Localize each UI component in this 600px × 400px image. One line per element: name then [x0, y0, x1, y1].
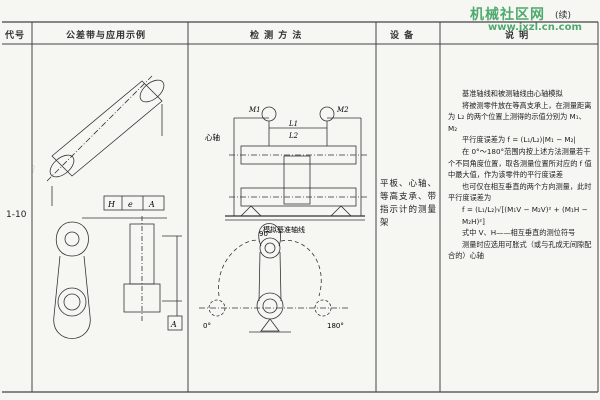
watermark-title: 机械社区网	[470, 7, 545, 23]
header-remarks: 说 明	[505, 31, 530, 41]
remarks-text: 基准轴线和被测轴线由心轴模拟 将被测零件放在等高支承上，在测量距离为 L₂ 的两…	[448, 88, 594, 262]
m2-label: M2	[336, 106, 349, 114]
remark-3: 平行度误差为 f = (L₁/L₂)|M₁ − M₂|	[462, 135, 576, 145]
frame-symbol-a: A	[148, 200, 155, 209]
measurement-method-figure: 心轴 M1 M2 L1 L2 模拟基准轴线 90° 0° 180°	[199, 106, 367, 333]
frame-symbol-h: H	[107, 200, 116, 209]
remark-7: 式中 V、H——相互垂直的测位符号	[462, 228, 576, 238]
angle-90-label: 90°	[259, 230, 271, 238]
frame-symbol-e: e	[128, 200, 133, 209]
mandrel-label: 心轴	[205, 132, 220, 142]
angle-180-label: 180°	[327, 322, 344, 330]
header-example: 公差带与应用示例	[66, 31, 147, 41]
datum-label: A	[170, 320, 177, 329]
remark-8: 测量时应选用可胀式（或与孔成无间隙配合的）心轴	[448, 239, 592, 261]
row-code: 1-10	[6, 210, 27, 220]
equipment-text: 平板、心轴、等高支承、带指示计的测量架	[380, 179, 436, 228]
base-line-label: 模拟基准轴线	[263, 225, 305, 234]
m1-label: M1	[248, 106, 261, 114]
l1-label: L1	[288, 120, 298, 128]
remark-4: 在 0°～180°范围内按上述方法测量若干个不同角度位置，取各测量位置所对应的 …	[448, 146, 592, 180]
header-code: 代号	[5, 31, 26, 41]
remark-1: 基准轴线和被测轴线由心轴模拟	[462, 89, 563, 98]
header-method: 检 测 方 法	[250, 31, 303, 41]
continued-label: (续)	[555, 11, 572, 21]
remark-5: 也可仅在相互垂直的两个方向测量，此时平行度误差为	[448, 181, 592, 203]
watermark-domain: www.jxzl.cn.com	[488, 22, 582, 33]
remark-6: f = (L₁/L₂)√[(M₁V − M₂V)² + (M₁H − M₂H)²…	[462, 204, 588, 226]
header-equipment: 设 备	[390, 31, 415, 41]
tolerance-zone-figure: H e A A ♢	[32, 75, 183, 339]
remark-2: 将被测零件放在等高支承上，在测量距离为 L₂ 的两个位置上测得的示值分别为 M₁…	[448, 100, 592, 133]
angle-0-label: 0°	[203, 322, 211, 330]
l2-label: L2	[288, 132, 299, 140]
svg-text:♢: ♢	[32, 155, 43, 185]
